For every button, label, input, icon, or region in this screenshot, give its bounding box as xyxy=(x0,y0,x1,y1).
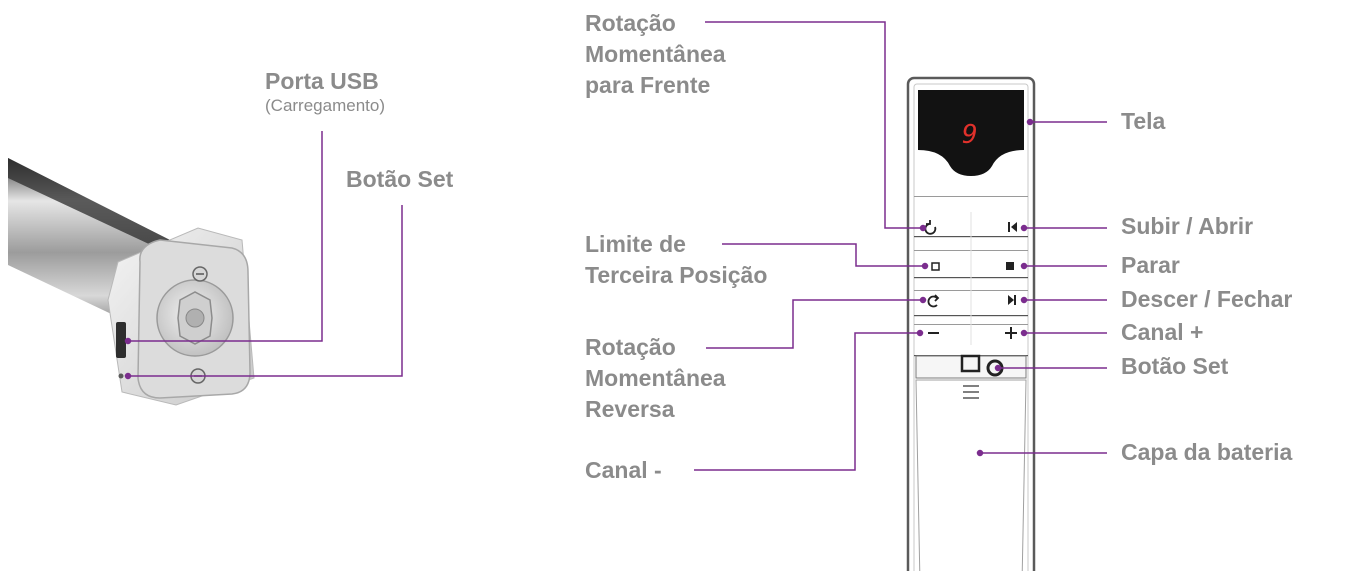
down-close-label: Descer / Fechar xyxy=(1121,286,1293,312)
third-limit-label: Limite de Terceira Posição xyxy=(585,231,768,288)
display-screen xyxy=(918,90,1024,176)
third-limit-icon xyxy=(931,262,940,271)
tubular-motor xyxy=(8,158,255,406)
display-digit: 9 xyxy=(962,120,978,150)
channel-plus-label: Canal + xyxy=(1121,319,1204,345)
forward-rotation-icon xyxy=(924,220,937,235)
channel-minus-icon xyxy=(928,332,939,334)
motor-set-button-label: Botão Set xyxy=(346,166,454,192)
channel-minus-label: Canal - xyxy=(585,457,662,483)
up-open-icon xyxy=(1008,222,1017,232)
screen-label: Tela xyxy=(1121,108,1166,134)
down-close-icon xyxy=(1008,295,1016,305)
motor-set-button xyxy=(118,373,124,379)
forward-rotation-label: Rotação Momentânea para Frente xyxy=(585,10,726,98)
remote-set-button-label: Botão Set xyxy=(1121,353,1229,379)
channel-plus-icon xyxy=(1005,327,1017,339)
stop-icon xyxy=(1006,262,1014,270)
reverse-rotation-label: Rotação Momentânea Reversa xyxy=(585,334,726,422)
set-button-square xyxy=(960,354,981,373)
usb-port-title: Porta USB xyxy=(265,68,379,94)
battery-cover-label: Capa da bateria xyxy=(1121,439,1293,465)
reverse-rotation-icon xyxy=(927,294,940,308)
up-open-label: Subir / Abrir xyxy=(1121,213,1254,239)
remote-control xyxy=(906,76,1036,571)
remote-leader-lines xyxy=(694,21,1107,471)
usb-port-subtitle: (Carregamento) xyxy=(265,96,385,115)
battery-latch xyxy=(963,385,979,399)
usb-port xyxy=(116,322,126,358)
motor-leader-lines xyxy=(124,131,403,380)
stop-label: Parar xyxy=(1121,252,1180,278)
battery-cover xyxy=(915,379,1027,571)
